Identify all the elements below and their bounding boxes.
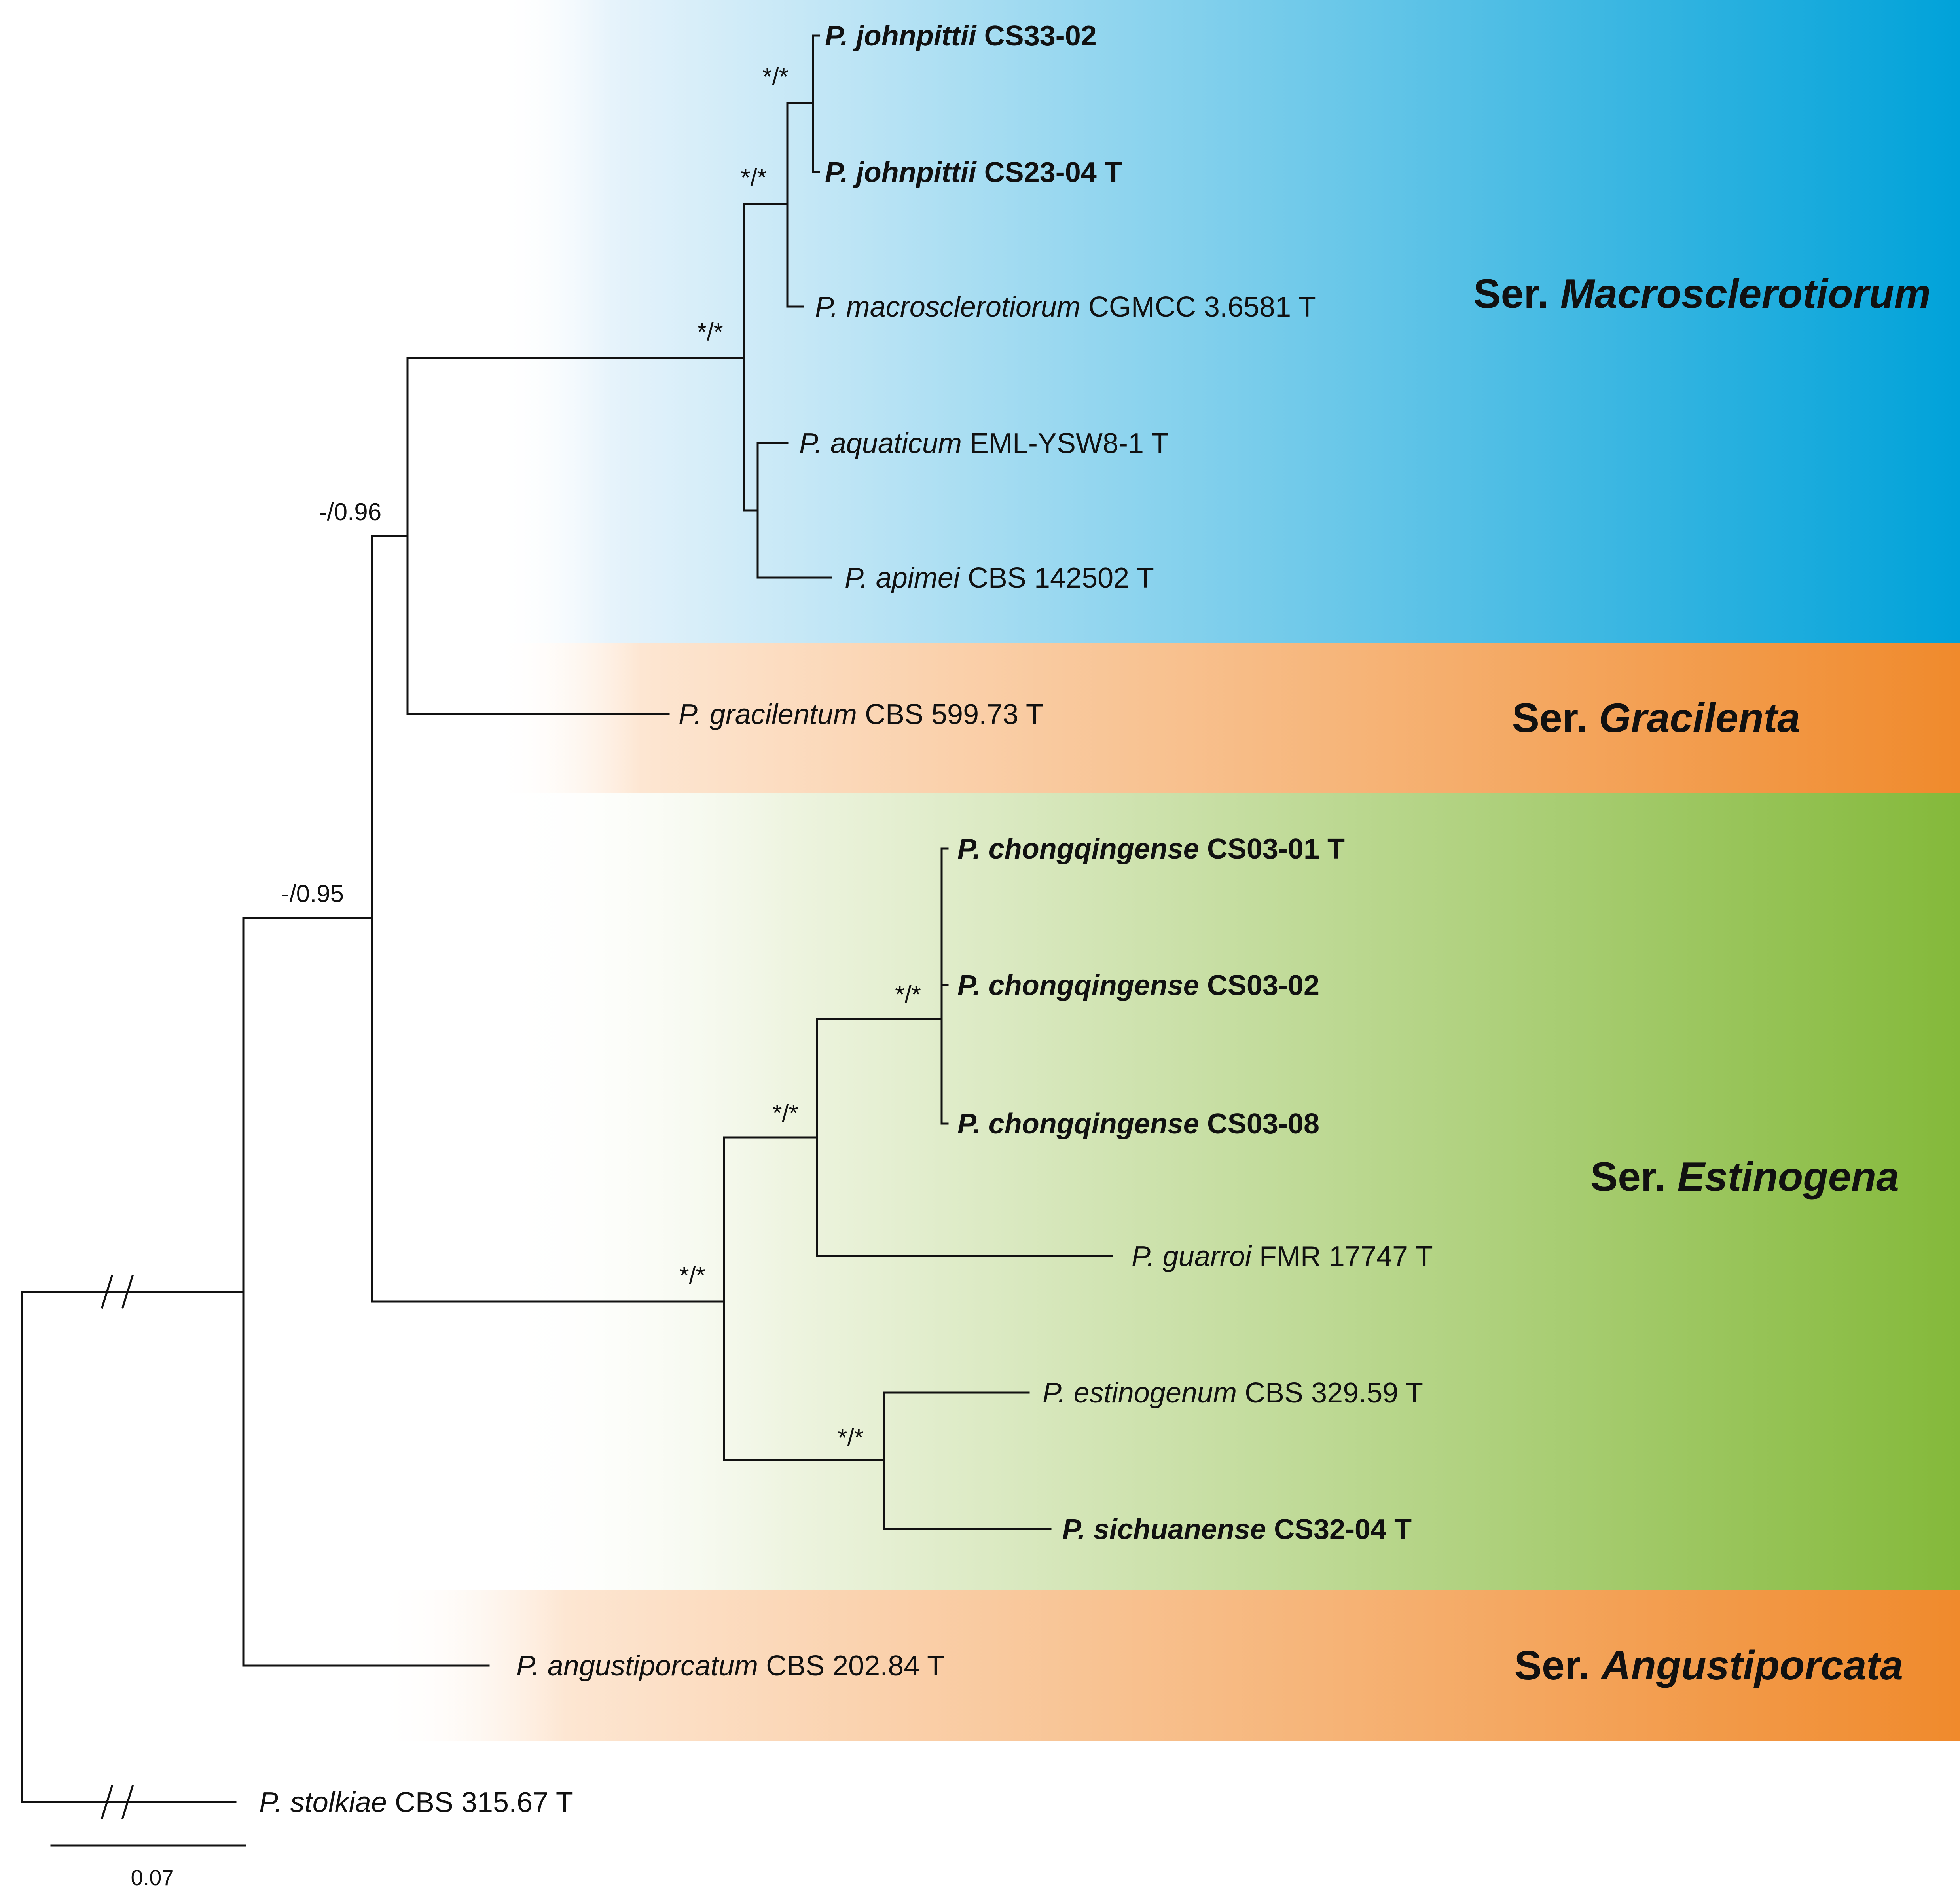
support-label: */* [838, 1424, 863, 1452]
support-label: */* [741, 164, 766, 191]
taxon-label: P. sichuanense CS32-04 T [1062, 1514, 1412, 1545]
taxon-label: P. gracilentum CBS 599.73 T [679, 699, 1043, 730]
support-label: */* [762, 63, 788, 91]
support-label: */* [895, 981, 921, 1008]
support-label: */* [697, 318, 723, 346]
clade-band-gracilenta [495, 643, 1960, 793]
taxon-label: P. estinogenum CBS 329.59 T [1043, 1377, 1423, 1409]
clade-band-estinogena [495, 793, 1960, 1590]
series-label-estinogena: Ser. Estinogena [1590, 1154, 1899, 1200]
taxon-label: P. johnpittii CS23-04 T [825, 157, 1122, 188]
taxon-label: P. apimei CBS 142502 T [845, 562, 1154, 594]
taxon-label: P. chongqingense CS03-01 T [957, 833, 1345, 865]
support-label: -/0.95 [281, 880, 344, 908]
clade-band-angustiporcata [376, 1590, 1960, 1741]
clade-band-macrosclerotiorum [495, 0, 1960, 643]
break-mark-ingroup [100, 1274, 134, 1309]
support-label: */* [679, 1262, 705, 1289]
taxon-label: P. stolkiae CBS 315.67 T [259, 1787, 573, 1818]
series-label-gracilenta: Ser. Gracilenta [1512, 695, 1800, 741]
series-label-angustiporcata: Ser. Angustiporcata [1515, 1643, 1903, 1689]
taxon-label: P. macrosclerotiorum CGMCC 3.6581 T [815, 291, 1316, 323]
series-label-macrosclerotiorum: Ser. Macrosclerotiorum [1473, 271, 1931, 317]
taxon-label: P. guarroi FMR 17747 T [1132, 1241, 1433, 1272]
support-label: -/0.96 [319, 498, 382, 526]
taxon-label: P. johnpittii CS33-02 [825, 20, 1097, 52]
break-mark-outgroup [100, 1785, 134, 1819]
support-label: */* [772, 1100, 798, 1127]
tree-branches [21, 34, 1113, 1819]
taxon-label: P. chongqingense CS03-02 [957, 970, 1319, 1001]
scale-bar-label: 0.07 [131, 1865, 174, 1890]
taxon-label: P. angustiporcatum CBS 202.84 T [516, 1650, 944, 1682]
taxon-label: P. chongqingense CS03-08 [957, 1108, 1319, 1140]
taxon-label: P. aquaticum EML-YSW8-1 T [799, 428, 1169, 459]
